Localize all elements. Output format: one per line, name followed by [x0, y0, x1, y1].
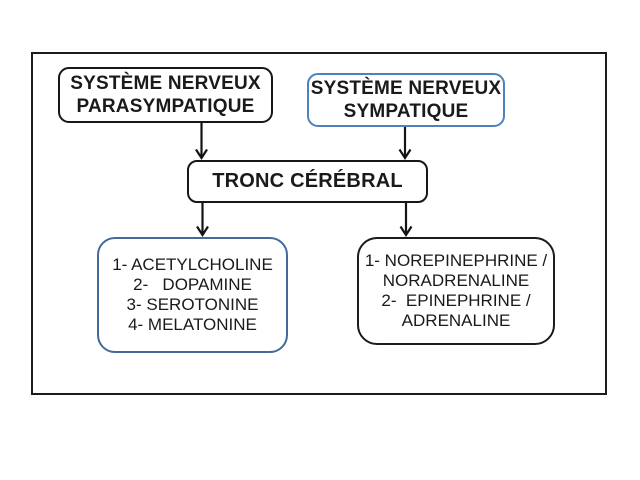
- node-label-line: SYSTÈME NERVEUX: [310, 78, 502, 99]
- node-systeme-nerveux-sympatique: SYSTÈME NERVEUX SYMPATIQUE: [307, 73, 505, 127]
- list-item: 4- MELATONINE: [128, 315, 257, 334]
- list-item: 2- DOPAMINE: [133, 275, 252, 294]
- node-label-line: TRONC CÉRÉBRAL: [212, 170, 403, 192]
- list-item: NORADRENALINE: [382, 271, 530, 290]
- node-sympathetic-neurotransmitters: 1- NOREPINEPHRINE / NORADRENALINE 2- EPI…: [357, 237, 555, 345]
- list-item: ADRENALINE: [401, 311, 511, 330]
- node-label-line: SYMPATIQUE: [343, 101, 469, 122]
- node-label-line: PARASYMPATIQUE: [76, 96, 255, 117]
- list-item: 1- NOREPINEPHRINE /: [364, 251, 548, 270]
- node-systeme-nerveux-parasympatique: SYSTÈME NERVEUX PARASYMPATIQUE: [58, 67, 273, 123]
- list-item: 1- ACETYLCHOLINE: [112, 255, 273, 274]
- node-parasympathetic-neurotransmitters: 1- ACETYLCHOLINE 2- DOPAMINE 3- SEROTONI…: [97, 237, 288, 353]
- list-item: 2- EPINEPHRINE /: [381, 291, 531, 310]
- node-tronc-cerebral: TRONC CÉRÉBRAL: [187, 160, 428, 203]
- list-item: 3- SEROTONINE: [126, 295, 259, 314]
- node-label-line: SYSTÈME NERVEUX: [70, 73, 261, 94]
